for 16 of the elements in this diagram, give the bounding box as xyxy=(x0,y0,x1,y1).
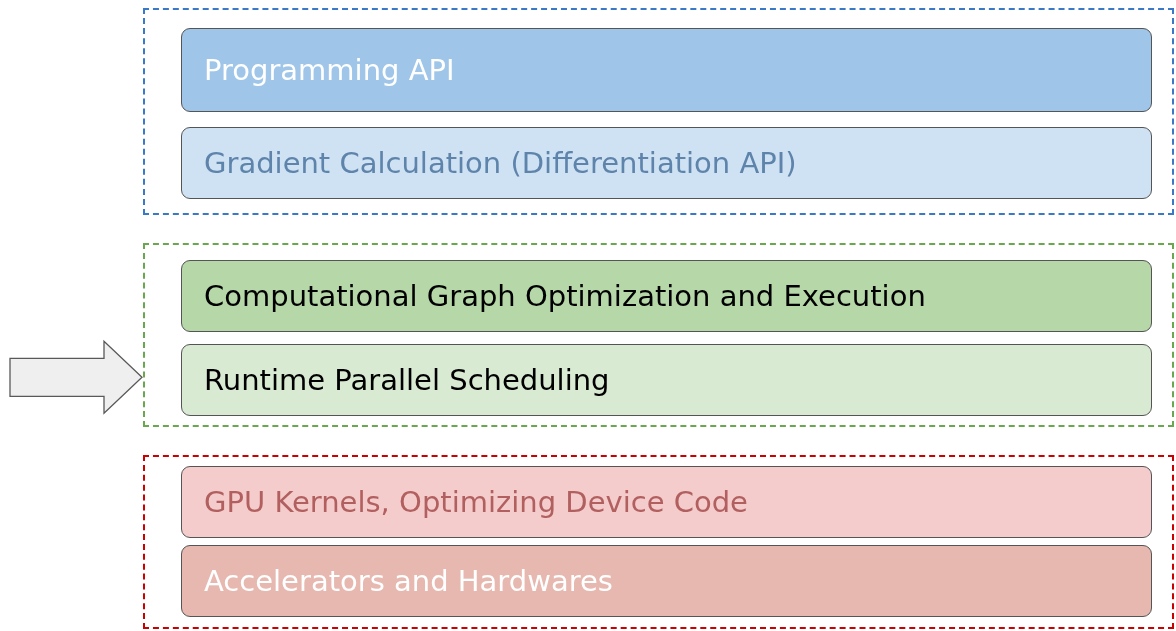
layer-box xyxy=(181,260,1152,332)
layer-box xyxy=(181,344,1152,416)
dashed-group-frame xyxy=(143,243,1174,427)
layer-label: GPU Kernels, Optimizing Device Code xyxy=(204,485,748,519)
layer-box xyxy=(181,127,1152,199)
layer-box xyxy=(181,28,1152,112)
layer-box xyxy=(181,466,1152,538)
layer-label: Computational Graph Optimization and Execution xyxy=(204,279,926,313)
layer-box xyxy=(181,545,1152,617)
dashed-group-frame xyxy=(143,455,1174,629)
layer-label: Accelerators and Hardwares xyxy=(204,564,613,598)
layer-label: Gradient Calculation (Differentiation API) xyxy=(204,146,797,180)
dashed-group-frame xyxy=(143,8,1174,215)
block-arrow xyxy=(9,339,143,415)
layer-label: Runtime Parallel Scheduling xyxy=(204,363,610,397)
layer-label: Programming API xyxy=(204,53,455,87)
